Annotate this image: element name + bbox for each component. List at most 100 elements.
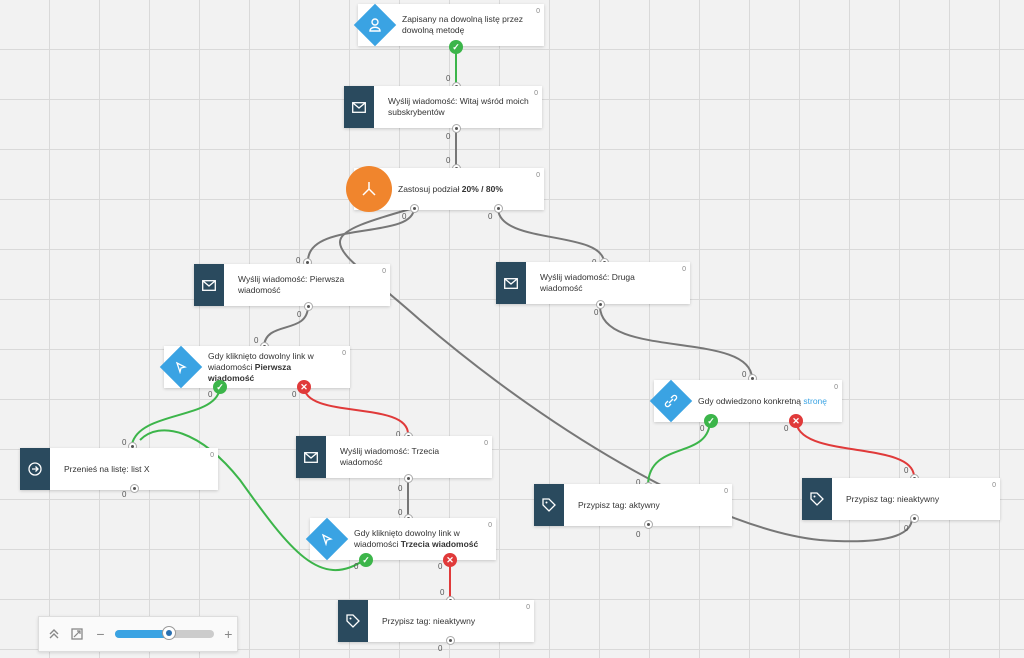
no-badge[interactable]: ✕ <box>789 414 803 428</box>
zero-label: 0 <box>904 466 909 475</box>
node-label: Zapisany na dowolną listę przez dowolną … <box>402 14 523 35</box>
node-count: 0 <box>526 604 530 611</box>
trigger-node-subscribed[interactable]: Zapisany na dowolną listę przez dowolną … <box>353 3 544 47</box>
yes-badge[interactable]: ✓ <box>704 414 718 428</box>
zero-label: 0 <box>292 390 297 399</box>
connector-no <box>303 385 409 435</box>
envelope-icon <box>194 264 224 306</box>
output-port[interactable] <box>644 520 653 529</box>
output-port-a[interactable] <box>410 204 419 213</box>
fit-screen-icon[interactable] <box>68 625 85 643</box>
action-node-tag-active[interactable]: Przypisz tag: aktywny 0 <box>534 484 732 526</box>
node-label: Gdy odwiedzono konkretną stronę <box>698 395 827 406</box>
action-node-tag-inactive[interactable]: Przypisz tag: nieaktywny 0 <box>802 478 1000 520</box>
split-node[interactable]: Zastosuj podział 20% / 80% 0 <box>346 166 544 212</box>
yes-badge: ✓ <box>449 40 463 54</box>
zero-label: 0 <box>636 478 641 487</box>
node-count: 0 <box>724 488 728 495</box>
click-icon <box>304 516 350 562</box>
node-label: Gdy kliknięto dowolny link w wiadomości … <box>354 528 479 549</box>
zero-label: 0 <box>904 524 909 533</box>
no-badge[interactable]: ✕ <box>297 380 311 394</box>
zero-label: 0 <box>784 424 789 433</box>
condition-node-click-third[interactable]: Gdy kliknięto dowolny link w wiadomości … <box>305 517 496 561</box>
zero-label: 0 <box>254 336 259 345</box>
action-node-tag-inactive-2[interactable]: Przypisz tag: nieaktywny 0 <box>338 600 534 642</box>
zoom-slider[interactable] <box>115 626 214 640</box>
zero-label: 0 <box>402 212 407 221</box>
zero-label: 0 <box>636 530 641 539</box>
tag-icon <box>802 478 832 520</box>
page-link[interactable]: stronę <box>803 395 827 406</box>
link-icon <box>648 378 694 424</box>
zero-label: 0 <box>488 212 493 221</box>
zero-label: 0 <box>440 588 445 597</box>
zero-label: 0 <box>296 256 301 265</box>
zoom-slider-knob[interactable] <box>162 626 177 640</box>
zero-label: 0 <box>396 430 401 439</box>
zoom-toolbar: − + <box>38 616 238 652</box>
output-port[interactable] <box>130 484 139 493</box>
zero-label: 0 <box>742 370 747 379</box>
action-node-third-email[interactable]: Wyślij wiadomość: Trzecia wiadomość 0 <box>296 436 492 478</box>
yes-badge[interactable]: ✓ <box>359 553 373 567</box>
zero-label: 0 <box>122 438 127 447</box>
action-node-second-email[interactable]: Wyślij wiadomość: Druga wiadomość 0 <box>496 262 690 304</box>
node-label: Wyślij wiadomość: Pierwsza wiadomość <box>238 274 345 295</box>
zero-label: 0 <box>438 644 443 653</box>
output-port[interactable] <box>596 300 605 309</box>
output-port[interactable] <box>910 514 919 523</box>
yes-badge[interactable]: ✓ <box>213 380 227 394</box>
chevrons-up-icon[interactable] <box>45 625 62 643</box>
connector <box>599 305 753 379</box>
action-node-move-to-list[interactable]: Przenieś na listę: list X 0 <box>20 448 218 490</box>
node-count: 0 <box>484 440 488 447</box>
node-count: 0 <box>834 384 838 391</box>
output-port[interactable] <box>446 636 455 645</box>
zoom-in-button[interactable]: + <box>224 626 233 642</box>
node-count: 0 <box>534 90 538 97</box>
envelope-icon <box>496 262 526 304</box>
node-label: Przypisz tag: nieaktywny <box>846 493 940 504</box>
node-label: Przypisz tag: aktywny <box>578 499 660 510</box>
tag-icon <box>534 484 564 526</box>
arrow-right-circle-icon <box>20 448 50 490</box>
action-node-first-email[interactable]: Wyślij wiadomość: Pierwsza wiadomość 0 <box>194 264 390 306</box>
zero-label: 0 <box>208 390 213 399</box>
envelope-icon <box>296 436 326 478</box>
zoom-out-button[interactable]: − <box>96 626 105 642</box>
output-port[interactable] <box>452 124 461 133</box>
zero-label: 0 <box>398 508 403 517</box>
condition-node-click-first[interactable]: Gdy kliknięto dowolny link w wiadomości … <box>159 345 350 389</box>
zero-label: 0 <box>122 490 127 499</box>
node-count: 0 <box>536 172 540 179</box>
output-port[interactable] <box>304 302 313 311</box>
output-port[interactable] <box>404 474 413 483</box>
node-label: Wyślij wiadomość: Druga wiadomość <box>540 272 635 293</box>
zero-label: 0 <box>354 562 359 571</box>
node-count: 0 <box>382 268 386 275</box>
zoom-slider-fill <box>115 630 170 638</box>
node-count: 0 <box>342 350 346 357</box>
connector-yes <box>139 429 365 572</box>
zero-label: 0 <box>398 484 403 493</box>
output-port-b[interactable] <box>494 204 503 213</box>
node-count: 0 <box>488 522 492 529</box>
node-label: Gdy kliknięto dowolny link w wiadomości … <box>208 350 314 383</box>
action-node-welcome-email[interactable]: Wyślij wiadomość: Witaj wśród moich subs… <box>344 86 542 128</box>
node-label: Przypisz tag: nieaktywny <box>382 615 476 626</box>
user-icon <box>352 2 398 48</box>
node-count: 0 <box>682 266 686 273</box>
connector <box>307 207 415 261</box>
zero-label: 0 <box>446 156 451 165</box>
no-badge[interactable]: ✕ <box>443 553 457 567</box>
connector <box>263 305 309 347</box>
zero-label: 0 <box>700 424 705 433</box>
node-count: 0 <box>992 482 996 489</box>
envelope-icon <box>344 86 374 128</box>
zero-label: 0 <box>594 308 599 317</box>
node-label: Wyślij wiadomość: Witaj wśród moich subs… <box>388 96 529 117</box>
condition-node-page-visit[interactable]: Gdy odwiedzono konkretną stronę 0 <box>649 379 842 423</box>
